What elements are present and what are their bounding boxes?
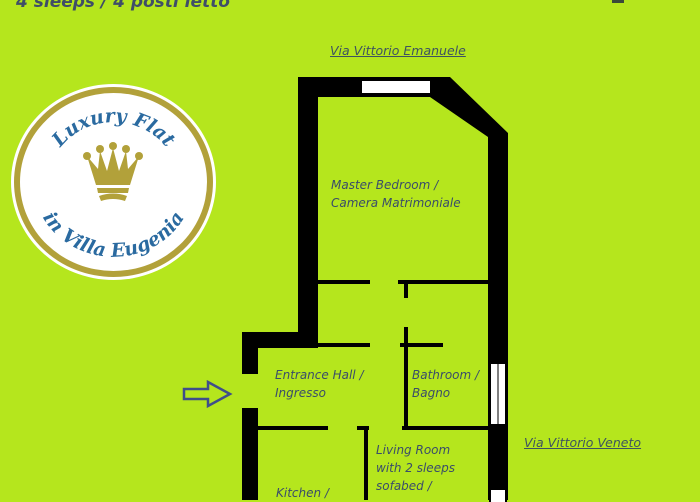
floorplan-subtitle: 4 sleeps / 4 posti letto [16, 0, 230, 12]
street-label-north: Via Vittorio Emanuele [330, 43, 466, 58]
wall-stub-bathroom-top [404, 280, 408, 298]
arrow-right-icon [182, 380, 233, 408]
wall-west-bedroom [298, 77, 318, 342]
logo-badge: Luxury Flat in Villa Eugenia [14, 87, 213, 277]
wall-entrance-north [242, 332, 318, 348]
window-east-living [489, 490, 507, 502]
room-label-bathroom: Bathroom / Bagno [412, 368, 480, 400]
room-label-kitchen: Kitchen / [276, 486, 329, 500]
wall-entrance-west-upper [242, 332, 258, 374]
wall-west-kitchen [242, 408, 258, 500]
room-label-living: Living Room with 2 sleeps sofabed / [376, 443, 455, 493]
wall-bedroom-south-left [318, 280, 370, 284]
room-label-master-bedroom: Master Bedroom / Camera Matrimoniale [331, 178, 461, 210]
wall-corridor-bathroom [400, 343, 443, 347]
wall-living-stub [357, 426, 369, 430]
logo-artwork: Luxury Flat in Villa Eugenia [38, 105, 188, 262]
wall-corridor-left [318, 343, 370, 347]
room-label-entrance: Entrance Hall / Ingresso [275, 368, 364, 400]
wall-kitchen-living [364, 426, 368, 500]
window-east-bathroom [489, 364, 507, 424]
street-label-east: Via Vittorio Veneto [524, 435, 642, 450]
top-mark [612, 0, 624, 3]
wall-bathroom-west [404, 327, 408, 427]
wall-east [488, 135, 508, 500]
wall-bedroom-south-right [398, 280, 488, 284]
wall-bathroom-south [402, 426, 488, 430]
wall-northeast-diagonal [430, 77, 508, 152]
window-north [360, 79, 436, 95]
wall-kitchen-north [258, 426, 328, 430]
crown-icon [83, 142, 143, 201]
